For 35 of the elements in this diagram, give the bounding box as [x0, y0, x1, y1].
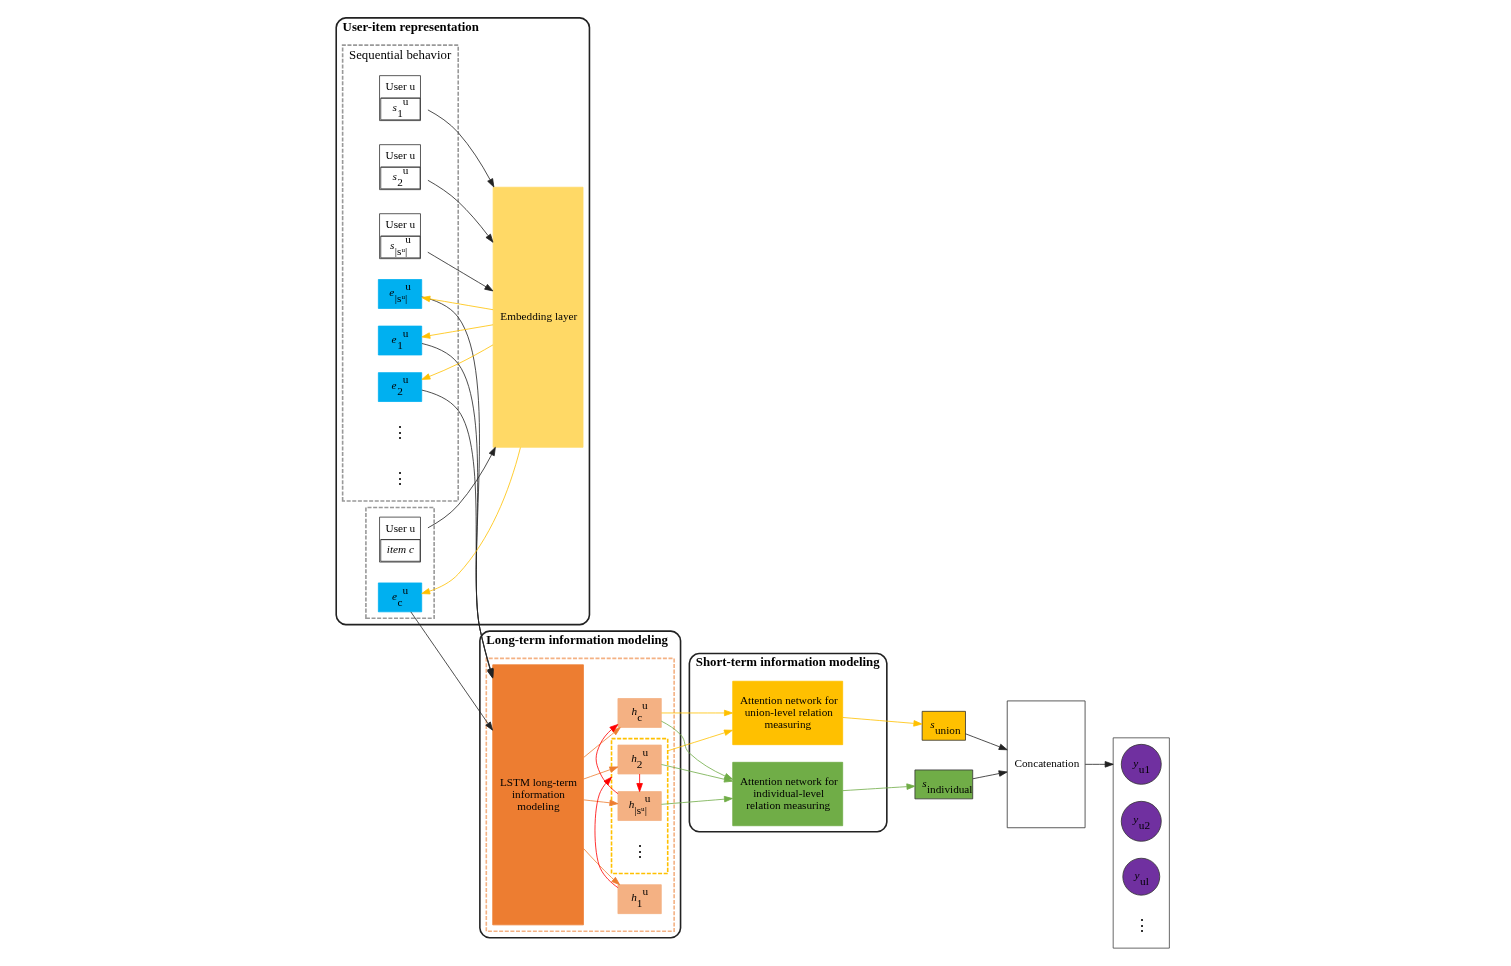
- label: ⋮: [391, 470, 408, 488]
- arrow: [1084, 761, 1114, 768]
- arrow: [582, 848, 620, 886]
- arrow: [660, 795, 733, 805]
- label: ⋮: [631, 842, 648, 860]
- arrow: [972, 770, 1007, 780]
- arrow: [582, 766, 618, 780]
- arrow: [660, 709, 733, 717]
- node-box: Concatenation: [1006, 700, 1085, 829]
- node-box: LSTM long-term information modeling: [491, 664, 584, 926]
- arrow: [635, 773, 643, 792]
- arrow: [427, 109, 494, 188]
- cluster: [364, 506, 435, 620]
- arrow: [582, 799, 618, 806]
- node-box: Attention network for union-level relation measuring: [731, 680, 843, 746]
- arrow: [427, 179, 493, 243]
- arrow: [666, 729, 733, 752]
- arrow: [841, 717, 922, 727]
- arrow: [841, 783, 915, 792]
- node-box: Embedding layer: [492, 186, 583, 448]
- arrow: [420, 295, 493, 311]
- cluster: [1112, 737, 1170, 949]
- label: ⋮: [1133, 917, 1150, 935]
- arrow: [426, 251, 493, 292]
- arrow: [420, 447, 521, 595]
- label: ⋮: [391, 423, 408, 441]
- arrow: [660, 720, 733, 780]
- arrow: [427, 446, 496, 529]
- arrow: [594, 776, 618, 889]
- arrow: [595, 724, 618, 795]
- node-box: Attention network for individual-level relation measuring: [731, 761, 843, 827]
- arrow: [420, 344, 493, 380]
- arrow: [582, 727, 621, 758]
- arrow: [964, 733, 1008, 751]
- arrow: [420, 324, 493, 339]
